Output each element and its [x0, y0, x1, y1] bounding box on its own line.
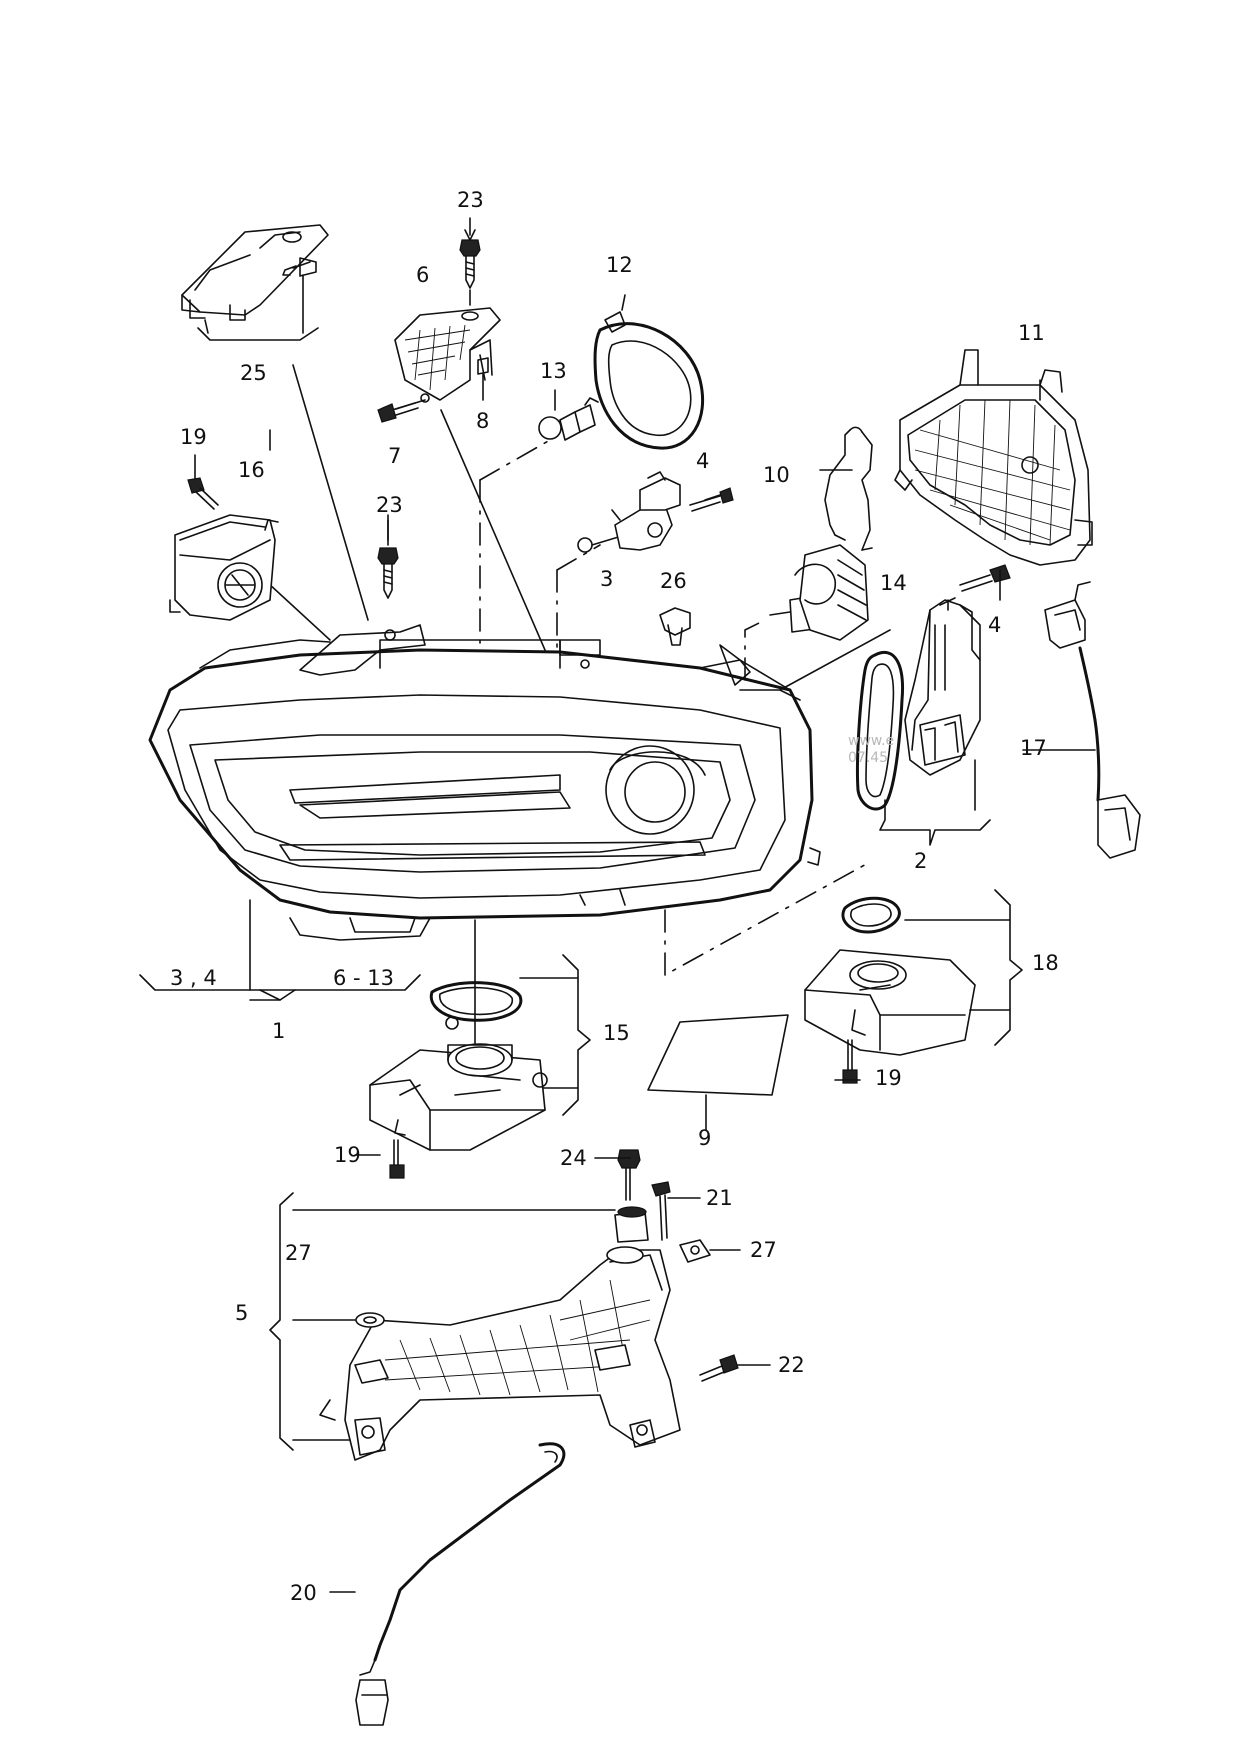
bracket-15	[562, 954, 591, 1116]
bracket-18	[994, 889, 1023, 1046]
screw-21	[651, 1181, 671, 1241]
bracket-1	[139, 974, 421, 991]
callout-13: 13	[540, 359, 567, 383]
callout-20: 20	[290, 1581, 317, 1605]
bracket-2	[879, 799, 991, 846]
screw-19-top	[187, 454, 219, 510]
callout-24: 24	[560, 1146, 587, 1170]
callout-23-middle: 23	[376, 493, 403, 517]
bracket-assembly-5	[319, 1249, 681, 1461]
bracket-6	[394, 307, 501, 403]
bulb-socket-3	[577, 471, 681, 553]
callout-16: 16	[238, 458, 265, 482]
callout-6-13: 6 - 13	[333, 966, 394, 990]
bracket-25	[181, 224, 329, 341]
callout-5: 5	[235, 1301, 248, 1325]
headlamp-housing	[148, 639, 821, 941]
callout-12: 12	[606, 253, 633, 277]
callout-4-right: 4	[988, 613, 1001, 637]
callout-8: 8	[476, 409, 489, 433]
screw-7	[377, 399, 426, 423]
callout-7: 7	[388, 444, 401, 468]
callout-17: 17	[1020, 736, 1047, 760]
callout-pointers	[269, 379, 1096, 1593]
clip-26	[659, 607, 691, 646]
screw-4-left	[689, 487, 734, 512]
screw-4-right	[959, 564, 1011, 592]
callout-9: 9	[698, 1126, 711, 1150]
callout-27-right: 27	[750, 1238, 777, 1262]
bracket-5	[269, 1192, 294, 1451]
upper-mounting-bracket	[299, 624, 426, 676]
callout-23-top: 23	[457, 188, 484, 212]
callout-4-left: 4	[696, 449, 709, 473]
bulb-13	[538, 389, 599, 441]
callout-6: 6	[416, 263, 429, 287]
callout-10: 10	[763, 463, 790, 487]
callout-labels: 23 6 12 13 8 7 25 19 16 23 4 10 11 3 26 …	[170, 188, 1059, 1605]
spring-clip-10	[824, 426, 873, 551]
callout-19-left: 19	[334, 1143, 361, 1167]
watermark-text: www.e	[848, 733, 894, 749]
label-9	[647, 1014, 789, 1131]
callout-25: 25	[240, 361, 267, 385]
callout-15: 15	[603, 1021, 630, 1045]
leveling-motor-14	[769, 544, 869, 641]
bushing-24	[606, 1149, 649, 1264]
gasket-and-module-2	[855, 597, 981, 811]
wiring-harness-17	[1044, 581, 1141, 859]
callout-3-4: 3 , 4	[170, 966, 217, 990]
callout-27-left: 27	[285, 1241, 312, 1265]
callout-18: 18	[1032, 951, 1059, 975]
callout-19-top: 19	[180, 425, 207, 449]
leader-lines	[204, 364, 891, 1051]
callout-11: 11	[1018, 321, 1045, 345]
callout-3: 3	[600, 567, 613, 591]
ballast-18	[804, 896, 976, 1056]
control-module-16	[169, 514, 279, 621]
rear-cover-11	[894, 349, 1093, 566]
callout-14: 14	[880, 571, 907, 595]
callout-26: 26	[660, 569, 687, 593]
callout-21: 21	[706, 1186, 733, 1210]
ballast-15	[369, 981, 548, 1151]
washer-27	[355, 1312, 385, 1328]
screw-19-left	[354, 1139, 405, 1179]
sensor-20	[355, 1442, 566, 1726]
callout-1: 1	[272, 1019, 285, 1043]
nut-27	[679, 1239, 711, 1263]
callout-19-right: 19	[875, 1066, 902, 1090]
watermark-text: 07.45	[848, 750, 888, 766]
screw-23-top	[459, 217, 481, 306]
callout-22: 22	[778, 1353, 805, 1377]
screw-22	[699, 1354, 739, 1382]
clip-8	[477, 357, 489, 401]
callout-2: 2	[914, 849, 927, 873]
sealing-ring-12	[593, 294, 705, 450]
